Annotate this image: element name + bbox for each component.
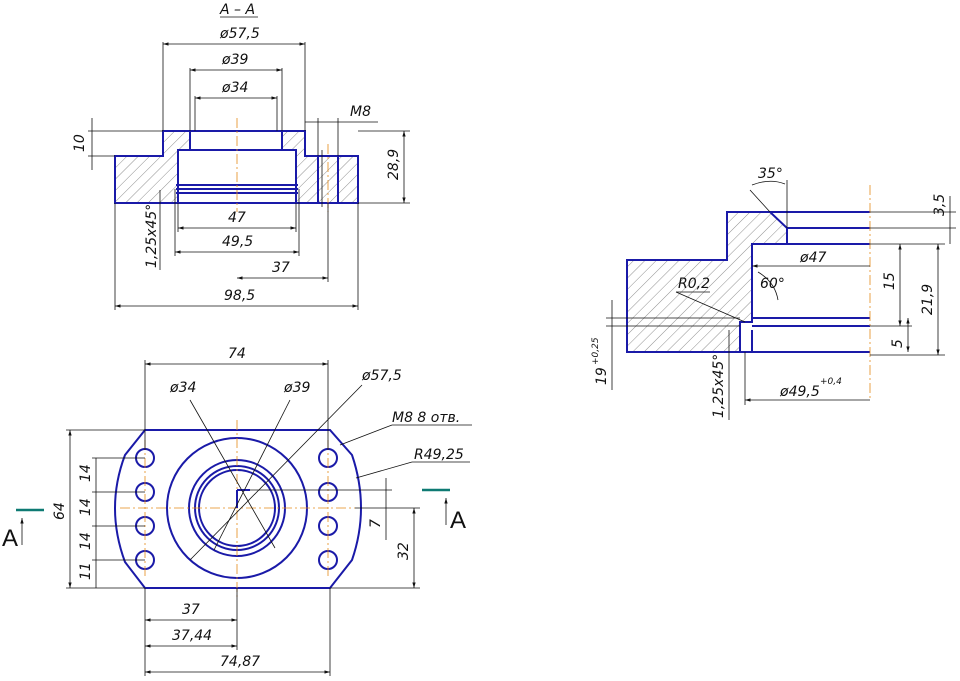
- dim-m8-label: M8: [350, 104, 371, 120]
- dim-60deg-label: 60°: [760, 276, 785, 292]
- dim-19-tol-label: +0,25: [591, 337, 601, 365]
- dim-37-44-label: 37,44: [172, 628, 212, 644]
- dim-19-label: 19: [594, 367, 610, 385]
- section-label-left: A: [2, 525, 18, 552]
- dim-74-87-label: 74,87: [220, 654, 260, 670]
- dim-98-label: 98,5: [224, 288, 255, 304]
- dim-35deg-label: 35°: [758, 166, 783, 182]
- dim-3-5-label: 3,5: [932, 194, 948, 216]
- dim-5-label: 5: [890, 339, 906, 348]
- detail-body-hatch: [627, 212, 787, 352]
- section-title: A – A: [219, 2, 255, 18]
- dim-chamfer-label: 1,25x45°: [711, 354, 727, 418]
- leader-d57: [189, 384, 363, 561]
- section-body-hatch: [115, 131, 190, 203]
- dim-37-label: 37: [182, 602, 200, 618]
- dim-14a-label: 14: [78, 464, 94, 482]
- dim-32-label: 32: [396, 542, 412, 560]
- dim-74-label: 74: [228, 346, 246, 362]
- dim-28-label: 28,9: [386, 149, 402, 180]
- dim-10-label: 10: [72, 134, 88, 152]
- leader-r0-2: [675, 291, 746, 323]
- section-label-right: A: [450, 507, 466, 534]
- dim-r49-label: R49,25: [414, 447, 464, 463]
- dim-64-label: 64: [52, 502, 68, 520]
- ext-35deg: [749, 189, 771, 213]
- dim-37-label: 37: [272, 260, 290, 276]
- section-view: A – A ø57,5 ø39 ø34 M8 10 28,9 47: [72, 2, 410, 310]
- dim-chamfer-label: 1,25x45°: [144, 204, 160, 268]
- dim-d34-label: ø34: [169, 380, 196, 396]
- dim-d49-label: ø49,5: [779, 384, 820, 400]
- leader-d39: [213, 399, 291, 551]
- dim-d57-label: ø57,5: [219, 26, 260, 42]
- arc-60deg: [757, 271, 779, 301]
- dim-d57-label: ø57,5: [361, 368, 402, 384]
- arc-35deg: [751, 180, 786, 186]
- dim-d34-label: ø34: [221, 80, 248, 96]
- plan-view: A A 74 ø34 ø39 ø57,5 M8 8 отв. R49,25 64…: [2, 346, 472, 676]
- dim-47-label: 47: [228, 210, 246, 226]
- dim-7-label: 7: [368, 519, 384, 528]
- dim-d39-label: ø39: [283, 380, 310, 396]
- dim-d39-label: ø39: [221, 52, 248, 68]
- dim-d47-label: ø47: [799, 250, 826, 266]
- dim-14b-label: 14: [78, 498, 94, 516]
- dim-15-label: 15: [882, 272, 898, 290]
- dim-11-label: 11: [78, 562, 94, 580]
- dim-r0-2-label: R0,2: [678, 276, 710, 292]
- leader-m8: [339, 424, 393, 446]
- dim-21-label: 21,9: [920, 284, 936, 315]
- dim-d49-tol-label: +0,4: [820, 377, 842, 387]
- leader-d34: [189, 399, 276, 549]
- dim-49-label: 49,5: [222, 234, 253, 250]
- dim-m8-holes-label: M8 8 отв.: [392, 410, 460, 426]
- detail-view: 35° 3,5 ø47 15 21,9 5 R0,2 60° 19 +0,25: [591, 166, 956, 420]
- leader-r49: [355, 461, 413, 479]
- dim-14c-label: 14: [78, 532, 94, 550]
